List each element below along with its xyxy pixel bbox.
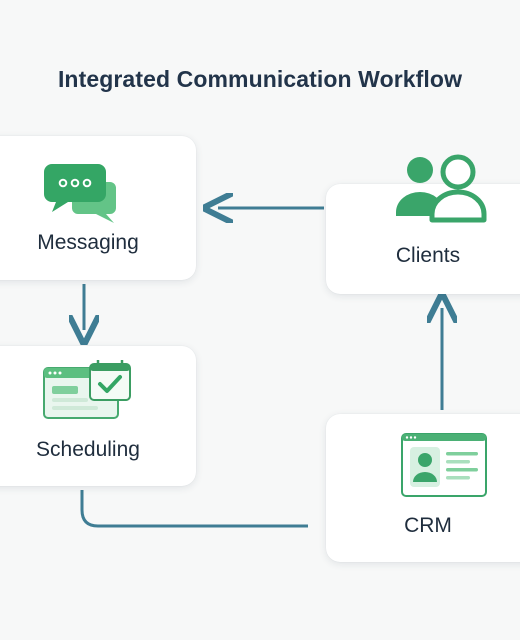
node-label: Messaging bbox=[37, 231, 139, 254]
calendar-check-icon bbox=[42, 358, 134, 427]
node-clients: Clients bbox=[326, 154, 520, 294]
diagram-title: Integrated Communication Workflow bbox=[57, 66, 463, 92]
node-label: Scheduling bbox=[36, 438, 140, 461]
chat-bubbles-icon bbox=[44, 162, 124, 229]
contact-card-icon bbox=[400, 432, 488, 503]
connector-scheduling-to-crm bbox=[80, 490, 308, 528]
node-label: CRM bbox=[404, 514, 452, 537]
node-crm: CRM bbox=[326, 414, 520, 562]
node-label: Clients bbox=[395, 244, 461, 267]
node-messaging: Messaging bbox=[0, 136, 196, 280]
node-scheduling: Scheduling bbox=[0, 346, 196, 486]
users-icon bbox=[396, 154, 500, 231]
